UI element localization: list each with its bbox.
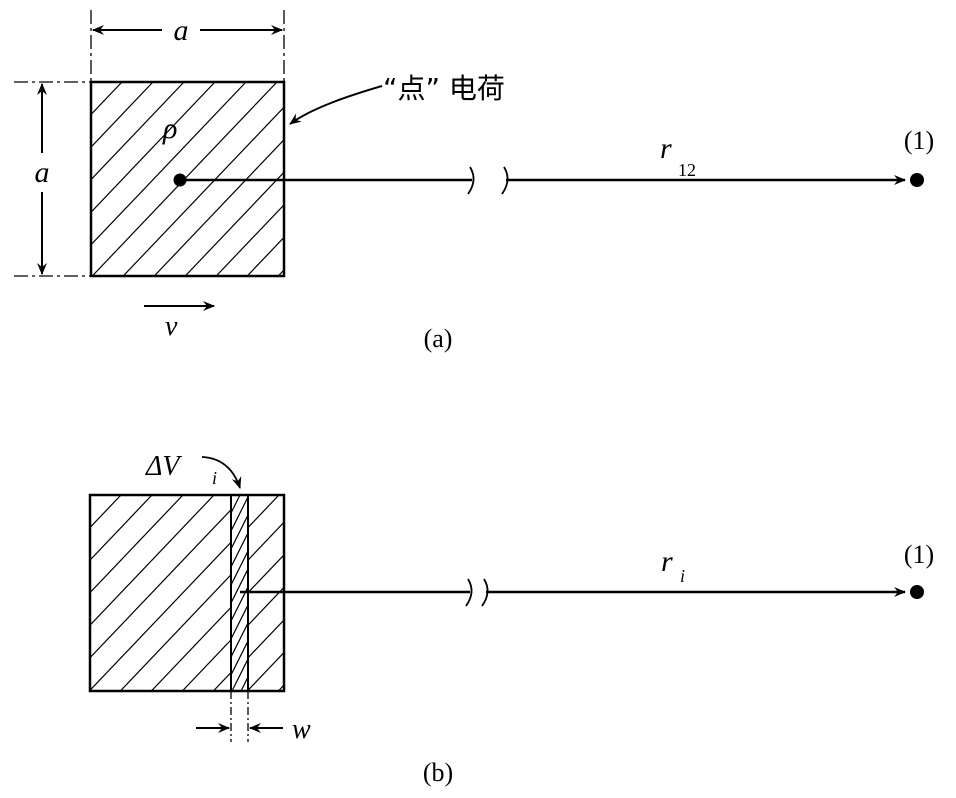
volume-element-subscript: i bbox=[212, 468, 217, 488]
hatch-line bbox=[90, 495, 91, 496]
hatch-line bbox=[91, 82, 154, 148]
width-label: a bbox=[174, 14, 189, 47]
height-dimension: a bbox=[35, 83, 50, 275]
break-mark bbox=[465, 578, 473, 607]
hatch-line bbox=[90, 508, 231, 659]
field-point-dot bbox=[910, 585, 924, 599]
hatch-line bbox=[231, 495, 241, 515]
hatch-line bbox=[231, 567, 248, 605]
hatch-line bbox=[90, 541, 231, 691]
hatch-line bbox=[150, 606, 231, 691]
hatch-line bbox=[248, 521, 284, 561]
hatch-line bbox=[215, 203, 284, 276]
break-mark bbox=[467, 166, 475, 195]
point-charge-arrow bbox=[289, 85, 383, 125]
hatch-line bbox=[91, 82, 123, 116]
point-label: (1) bbox=[904, 126, 934, 155]
density-label: ρ bbox=[162, 112, 177, 145]
field-point-dot bbox=[910, 173, 924, 187]
panel-a: a a ρ “点” 电荷 r 12 (1) v (a) bbox=[14, 10, 934, 353]
volume-element-label: ΔV bbox=[145, 451, 182, 482]
hatch-line bbox=[231, 639, 248, 677]
hatch-line bbox=[90, 495, 153, 561]
hatch-line bbox=[90, 495, 184, 594]
slab-width-dimension: w bbox=[196, 691, 311, 745]
distance-line-r12: r 12 bbox=[173, 132, 924, 195]
volume-element-arrow bbox=[201, 456, 242, 489]
hatch-line bbox=[248, 651, 284, 691]
distance-label: r bbox=[660, 132, 672, 165]
caption-a: (a) bbox=[424, 324, 453, 353]
hatch-line bbox=[181, 639, 231, 691]
hatch-line bbox=[231, 495, 248, 533]
break-mark bbox=[481, 578, 489, 607]
hatch-line bbox=[119, 573, 231, 691]
panel-b: ΔV i r i (1) w (b) bbox=[88, 451, 934, 787]
hatch-line bbox=[246, 236, 284, 276]
hatch-line bbox=[90, 495, 215, 627]
hatch-line bbox=[231, 513, 248, 551]
width-dimension: a bbox=[92, 14, 283, 47]
distance-line-ri: r i bbox=[240, 545, 924, 607]
slab-width-label: w bbox=[292, 714, 311, 745]
break-mark bbox=[501, 166, 509, 195]
distance-label: r bbox=[661, 545, 673, 578]
point-label: (1) bbox=[904, 540, 934, 569]
charge-cube-b bbox=[88, 493, 286, 693]
extension-lines bbox=[14, 10, 285, 277]
distance-subscript: i bbox=[680, 566, 685, 586]
distance-subscript: 12 bbox=[678, 160, 696, 180]
hatch-line bbox=[91, 82, 216, 214]
hatch-line bbox=[90, 495, 122, 529]
height-label: a bbox=[35, 156, 50, 189]
velocity-label: v bbox=[165, 311, 178, 342]
point-charge-label: “点” 电荷 bbox=[383, 72, 505, 105]
caption-b: (b) bbox=[423, 758, 453, 787]
